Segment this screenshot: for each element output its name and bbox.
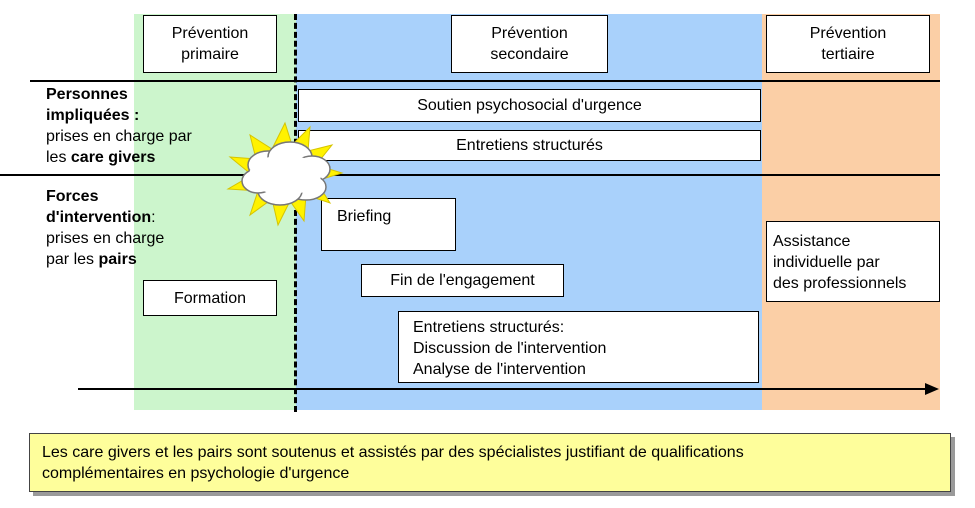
phase-tertiary-line1: Prévention: [809, 25, 887, 42]
assistance-line3: des professionnels: [773, 275, 907, 292]
briefing-box: Briefing: [321, 198, 456, 251]
entretiens-detail-box: Entretiens structurés: Discussion de l'i…: [398, 311, 759, 383]
persons-label-line4-prefix: les: [46, 149, 71, 166]
forces-label-line1: Forces: [46, 188, 99, 205]
entretiens-top-box: Entretiens structurés: [298, 130, 761, 161]
entretiens-detail-line3: Analyse de l'intervention: [413, 361, 586, 378]
event-dashed-line: [294, 14, 297, 412]
soutien-text: Soutien psychosocial d'urgence: [417, 97, 642, 114]
persons-label-line4-bold: care givers: [70, 149, 156, 166]
top-divider-line: [30, 80, 940, 82]
assistance-line1: Assistance: [773, 233, 851, 250]
forces-label-line2-suffix: :: [151, 209, 156, 226]
phase-primary-line2: primaire: [181, 46, 239, 63]
explosion-cloud-icon: [226, 121, 344, 227]
phase-primary-box: Prévention primaire: [143, 15, 277, 73]
fin-engagement-text: Fin de l'engagement: [390, 272, 535, 289]
persons-row-label: Personnes impliquées : prises en charge …: [46, 84, 192, 168]
support-note-line2: complémentaires en psychologie d'urgence: [42, 465, 350, 482]
briefing-text: Briefing: [337, 208, 392, 225]
support-note-box: Les care givers et les pairs sont souten…: [29, 433, 951, 492]
phase-secondary-line2: secondaire: [490, 46, 569, 63]
assistance-box: Assistance individuelle par des professi…: [766, 221, 940, 302]
forces-label-line2: d'intervention: [46, 209, 152, 226]
phase-tertiary-box: Prévention tertiaire: [766, 15, 930, 73]
middle-divider-line: [0, 174, 940, 176]
entretiens-top-text: Entretiens structurés: [456, 137, 603, 154]
formation-box: Formation: [143, 280, 277, 316]
phase-secondary-line1: Prévention: [491, 25, 568, 42]
phase-secondary-box: Prévention secondaire: [451, 15, 608, 73]
phase-tertiary-line2: tertiaire: [821, 46, 875, 63]
assistance-line2: individuelle par: [773, 254, 880, 271]
forces-row-label: Forces d'intervention: prises en charge …: [46, 186, 164, 270]
forces-label-line4-prefix: par les: [46, 251, 99, 268]
formation-text: Formation: [173, 289, 247, 307]
entretiens-detail-line2: Discussion de l'intervention: [413, 340, 607, 357]
persons-label-line2: impliquées :: [46, 107, 140, 124]
timeline-arrow: [78, 383, 939, 395]
phase-primary-line1: Prévention: [171, 25, 249, 42]
tertiary-prevention-zone: [762, 14, 940, 410]
forces-label-line4-bold: pairs: [98, 251, 137, 268]
forces-label-line3: prises en charge: [46, 230, 165, 247]
persons-label-line3: prises en charge par: [46, 128, 192, 145]
soutien-box: Soutien psychosocial d'urgence: [298, 89, 761, 122]
fin-engagement-box: Fin de l'engagement: [361, 264, 564, 297]
support-note-line1: Les care givers et les pairs sont souten…: [42, 444, 744, 461]
entretiens-detail-line1: Entretiens structurés:: [413, 319, 565, 336]
persons-label-line1: Personnes: [46, 86, 128, 103]
